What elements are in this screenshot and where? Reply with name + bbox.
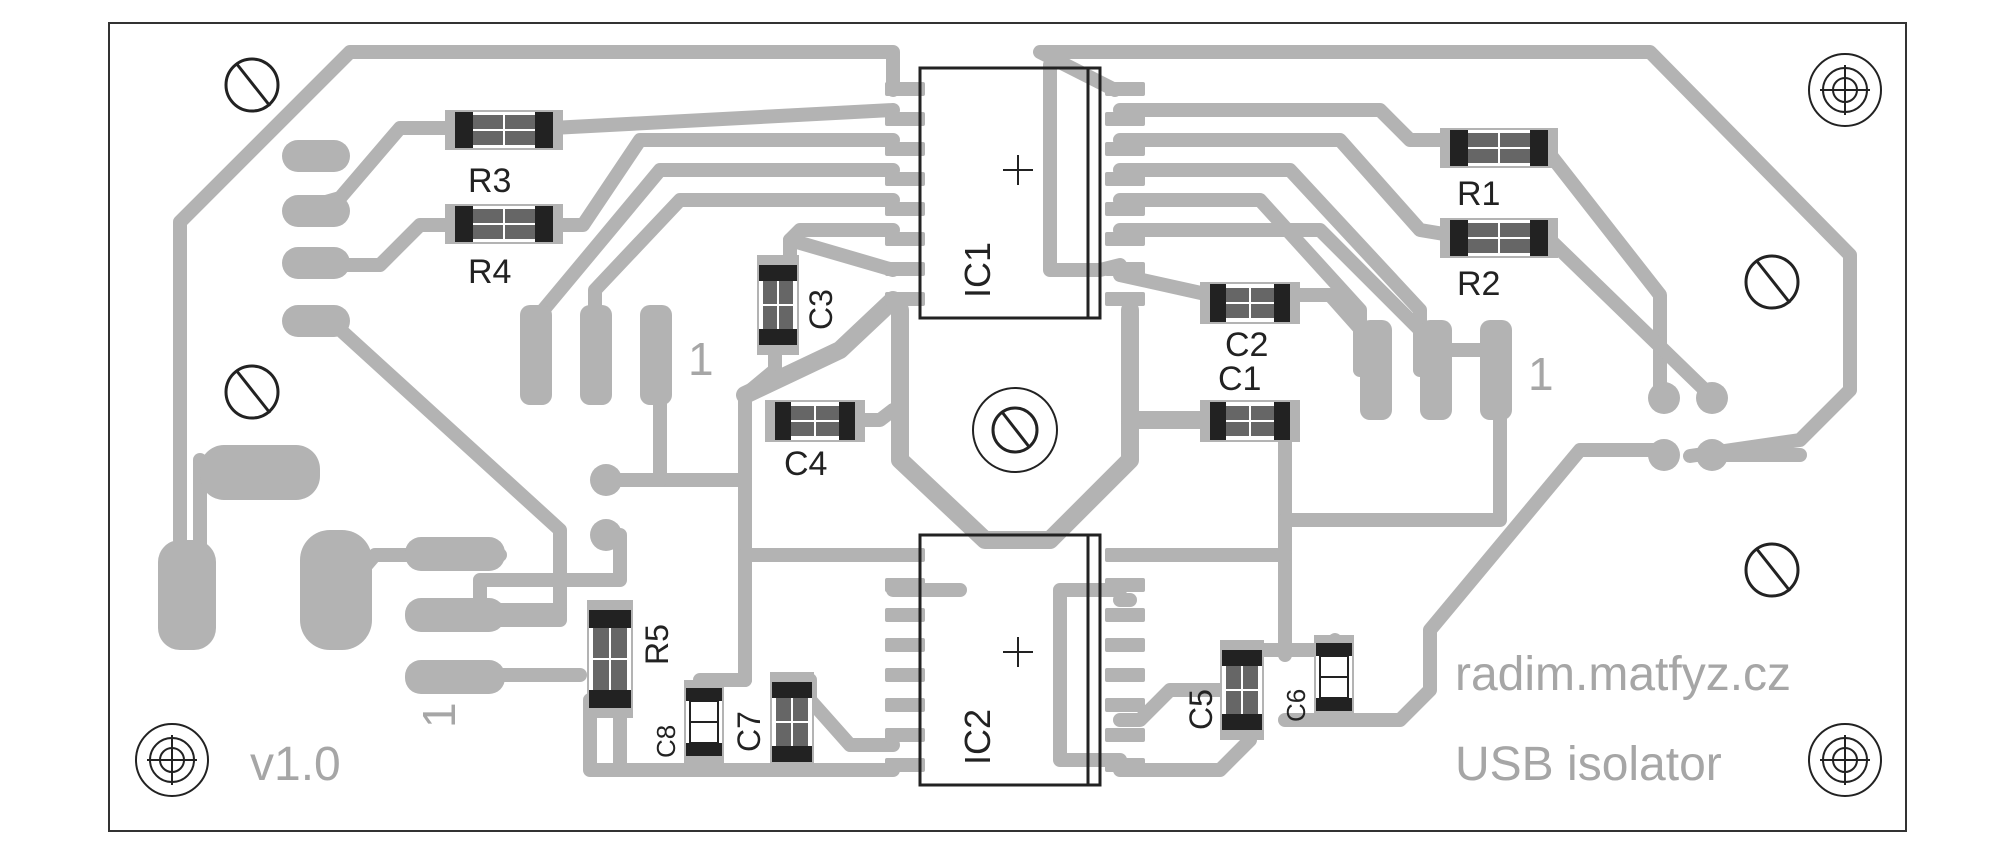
pin1-markers: 1 1 1 [413,333,1554,728]
hole-right-upper [1744,254,1800,310]
hole-mid-left [224,364,280,420]
r3-body [445,110,563,150]
label-r3: R3 [468,162,511,200]
c7-body [770,672,814,772]
label-c7: C7 [731,711,767,752]
ic1-pin-pads [885,82,1145,306]
label-r5: R5 [639,624,675,665]
label-r4: R4 [468,253,511,291]
c4-body [765,400,865,442]
board-version-text: v1.0 [250,738,341,791]
board-site-text: radim.matfyz.cz [1455,648,1791,701]
right-pin-row-pads [1360,320,1512,420]
copper-pads [158,82,1728,772]
label-r2: R2 [1457,265,1500,303]
target-bottom-right [1808,723,1882,797]
left-power-pads [158,445,372,650]
hole-right-lower [1744,542,1800,598]
label-c1: C1 [1218,360,1261,398]
label-r1: R1 [1457,175,1500,213]
usb-pads [1648,382,1728,471]
pin1-right-row: 1 [1528,348,1554,400]
hole-center [972,387,1058,473]
c2-body [1200,282,1300,324]
target-bottom-left [135,723,209,797]
r5-body [587,600,633,718]
label-ic1: IC1 [957,242,998,298]
label-c3: C3 [803,289,839,330]
target-top-right [1808,53,1882,127]
hole-top-left [224,57,280,113]
ic2-pin-pads [885,548,1145,772]
pin1-lower-left: 1 [413,702,465,728]
mounting-holes [135,53,1882,797]
lower-left-connector-pads [405,537,505,694]
left-pin-row-pads [520,305,672,405]
label-c8: C8 [651,725,681,758]
r4-body [445,204,563,244]
left-header-pads [282,140,350,337]
pin1-left-row: 1 [688,333,714,385]
board-title-text: USB isolator [1455,738,1722,791]
c6-body [1314,635,1354,719]
c3-body [757,255,799,355]
board-outline [108,22,1907,832]
c8-body [684,680,724,764]
label-c2: C2 [1225,326,1268,364]
board-text: v1.0 radim.matfyz.cz USB isolator [250,648,1791,791]
r2-body [1440,218,1558,258]
label-ic2: IC2 [957,709,998,765]
r1-body [1440,128,1558,168]
ic2-outline [918,533,1102,787]
label-c4: C4 [784,445,827,483]
component-labels: R3 R4 R1 R2 C2 C1 C4 IC1 IC2 C3 R5 C7 C8… [468,162,1500,765]
label-c6: C6 [1281,689,1311,722]
c1-body [1200,400,1300,442]
c5-body [1220,640,1264,740]
label-c5: C5 [1183,689,1219,730]
ic1-outline [918,66,1102,320]
